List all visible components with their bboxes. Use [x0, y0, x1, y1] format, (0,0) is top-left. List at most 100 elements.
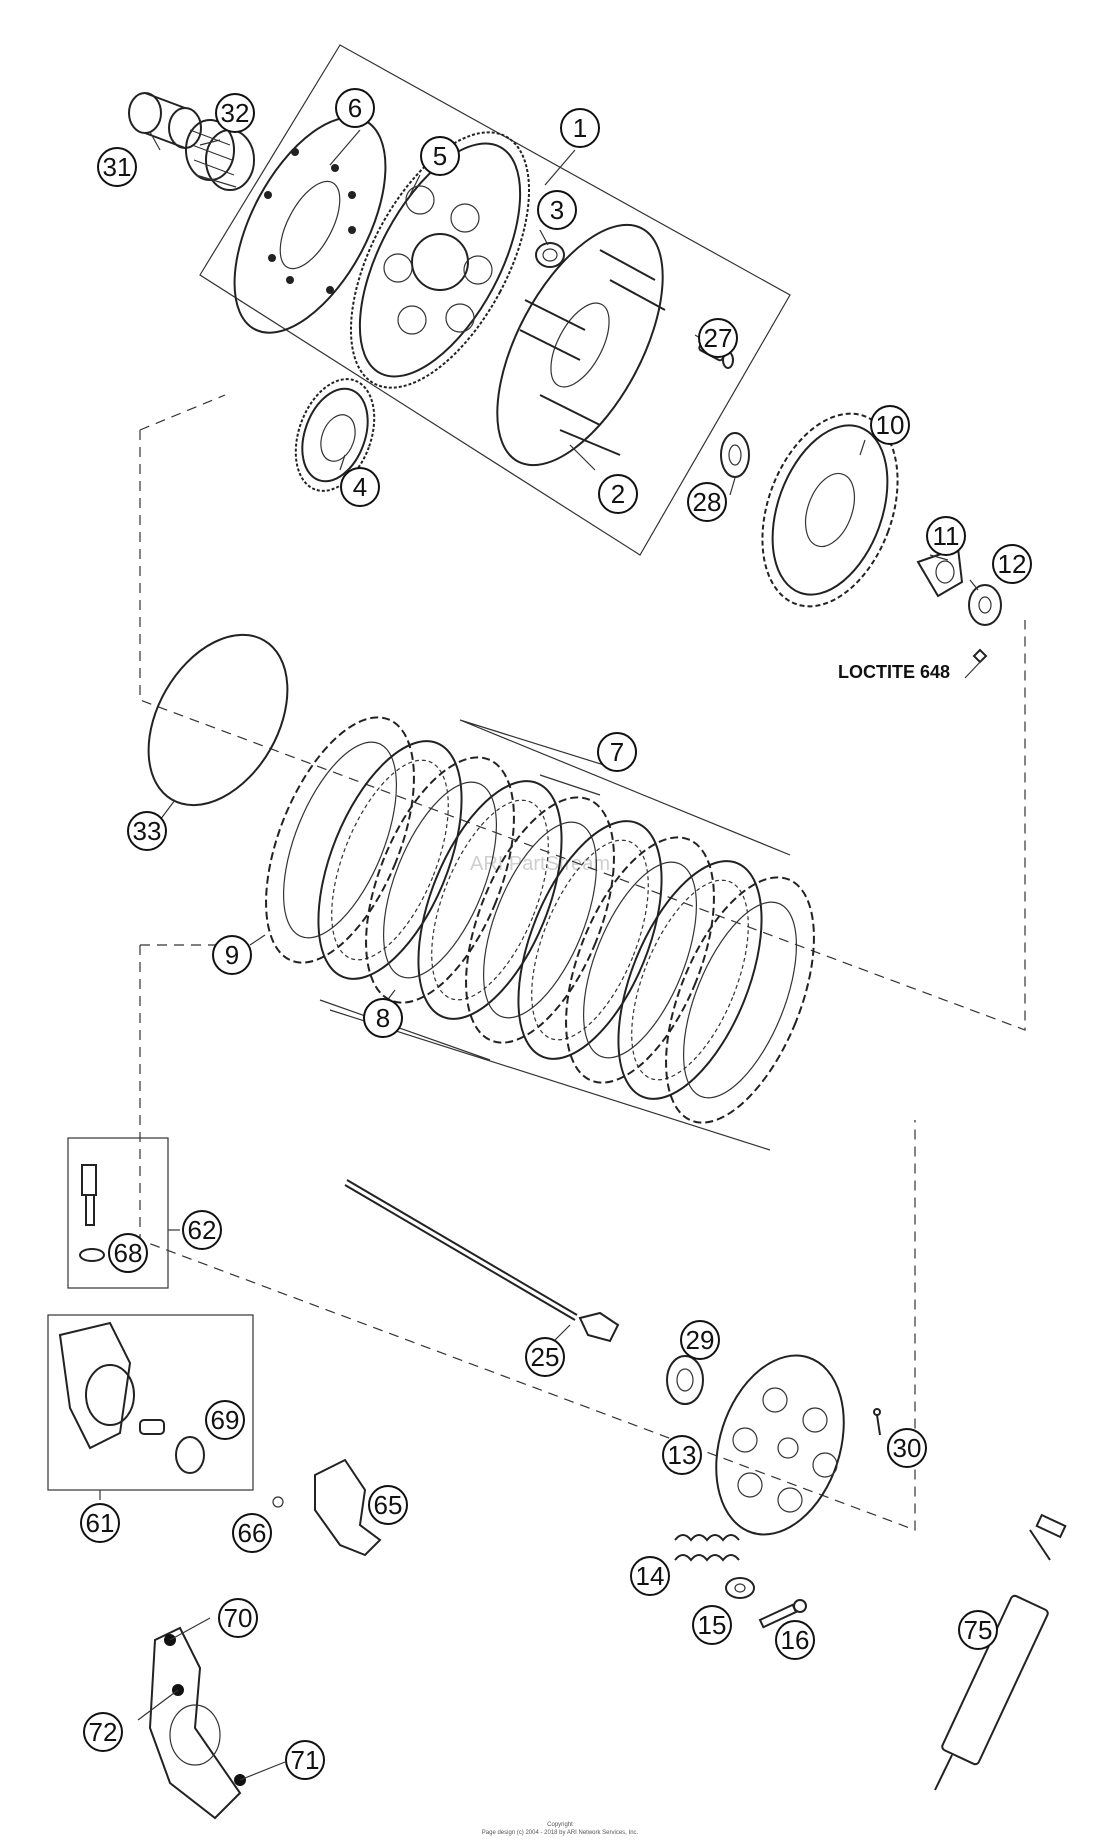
callout-31: 31: [97, 147, 137, 187]
callout-65: 65: [368, 1485, 408, 1525]
callout-6: 6: [335, 88, 375, 128]
callout-62: 62: [182, 1210, 222, 1250]
callout-70: 70: [218, 1598, 258, 1638]
spring-part-14: [674, 1534, 740, 1562]
steel-plate: [617, 860, 763, 1100]
footer-copyright: Copyright: [547, 1822, 573, 1828]
push-rod-part-25: [344, 1179, 620, 1343]
svg-text:68: 68: [114, 1238, 143, 1268]
svg-text:15: 15: [698, 1610, 727, 1640]
washer-part-15: [725, 1577, 755, 1599]
svg-text:70: 70: [224, 1603, 253, 1633]
dashed-hub-envelope: [139, 394, 1026, 1031]
washer-part-28: [720, 432, 750, 478]
lock-washer-part-11: [916, 546, 964, 598]
svg-text:25: 25: [531, 1342, 560, 1372]
callout-15: 15: [692, 1605, 732, 1645]
loctite-callout: LOCTITE 648: [838, 659, 983, 682]
svg-text:14: 14: [636, 1561, 665, 1591]
svg-text:4: 4: [353, 472, 367, 502]
pressure-plate-part-13: [715, 1354, 845, 1536]
callout-1: 1: [560, 108, 600, 148]
bearing-part-29: [666, 1355, 704, 1405]
svg-text:72: 72: [89, 1717, 118, 1747]
nut-part-12: [968, 584, 1002, 664]
svg-text:28: 28: [693, 487, 722, 517]
friction-plate: [365, 756, 515, 1004]
friction-plate: [665, 876, 815, 1124]
svg-text:66: 66: [238, 1518, 267, 1548]
friction-plate: [265, 716, 415, 964]
needle-bearing-part-32: [185, 119, 255, 191]
sleeve-part-31: [128, 92, 202, 149]
dashed-pressure-envelope: [139, 944, 916, 1531]
svg-text:31: 31: [103, 152, 132, 182]
svg-text:7: 7: [610, 737, 624, 767]
svg-text:61: 61: [86, 1508, 115, 1538]
callout-2: 2: [598, 474, 638, 514]
callout-4: 4: [340, 467, 380, 507]
ball-part-66: [272, 1496, 284, 1508]
svg-text:13: 13: [668, 1440, 697, 1470]
pin-part-30: [873, 1408, 881, 1436]
callout-7: 7: [597, 732, 637, 772]
loctite-label: LOCTITE 648: [838, 662, 950, 682]
callout-8: 8: [363, 998, 403, 1038]
callout-68: 68: [108, 1233, 148, 1273]
callout-28: 28: [687, 482, 727, 522]
svg-text:16: 16: [781, 1625, 810, 1655]
callout-32: 32: [215, 93, 255, 133]
callout-10: 10: [870, 405, 910, 445]
gasket-part-65: [314, 1458, 382, 1557]
callout-69: 69: [205, 1400, 245, 1440]
callout-72: 72: [83, 1712, 123, 1752]
callout-33: 33: [127, 811, 167, 851]
svg-text:71: 71: [291, 1745, 320, 1775]
slave-cylinder-part-61: [58, 1321, 205, 1474]
friction-plate: [465, 796, 615, 1044]
callout-9: 9: [212, 935, 252, 975]
group-box-clutch-basket: [199, 44, 791, 556]
steel-plate: [317, 740, 463, 980]
callout-30: 30: [887, 1428, 927, 1468]
callout-61: 61: [80, 1503, 120, 1543]
callout-75: 75: [958, 1610, 998, 1650]
clutch-plate-stack: [249, 716, 815, 1151]
callout-14: 14: [630, 1556, 670, 1596]
group-box-61: [47, 1314, 254, 1491]
friction-plate: [565, 836, 715, 1084]
svg-text:33: 33: [133, 816, 162, 846]
svg-text:6: 6: [348, 93, 362, 123]
callout-5: 5: [420, 136, 460, 176]
callout-12: 12: [992, 544, 1032, 584]
svg-text:30: 30: [893, 1433, 922, 1463]
clutch-hub-part-10: [761, 412, 899, 608]
thrust-disc-part-6: [233, 116, 387, 334]
svg-text:9: 9: [225, 940, 239, 970]
steel-plate: [517, 820, 663, 1060]
svg-text:65: 65: [374, 1490, 403, 1520]
callout-16: 16: [775, 1620, 815, 1660]
svg-text:11: 11: [933, 521, 960, 551]
callout-29: 29: [680, 1320, 720, 1360]
primary-gear-part-5: [349, 131, 531, 389]
o-ring-part-33: [147, 633, 289, 821]
callout-27: 27: [698, 318, 738, 358]
group-box-62: [67, 1137, 169, 1289]
svg-text:5: 5: [433, 141, 447, 171]
clutch-basket-part-2: [496, 223, 666, 467]
svg-text:32: 32: [221, 98, 250, 128]
callout-66: 66: [232, 1513, 272, 1553]
svg-text:10: 10: [876, 410, 905, 440]
svg-text:8: 8: [376, 1003, 390, 1033]
gasket-part-70-72: [137, 1617, 286, 1820]
callout-11: 11: [926, 516, 966, 556]
bleeder-valve-part-62: [79, 1164, 105, 1262]
svg-text:75: 75: [964, 1615, 993, 1645]
svg-text:62: 62: [188, 1215, 217, 1245]
svg-text:12: 12: [998, 549, 1027, 579]
callout-3: 3: [537, 190, 577, 230]
bolt-part-16: [758, 1599, 807, 1629]
syringe-part-75: [934, 1513, 1067, 1791]
svg-text:29: 29: [686, 1325, 715, 1355]
